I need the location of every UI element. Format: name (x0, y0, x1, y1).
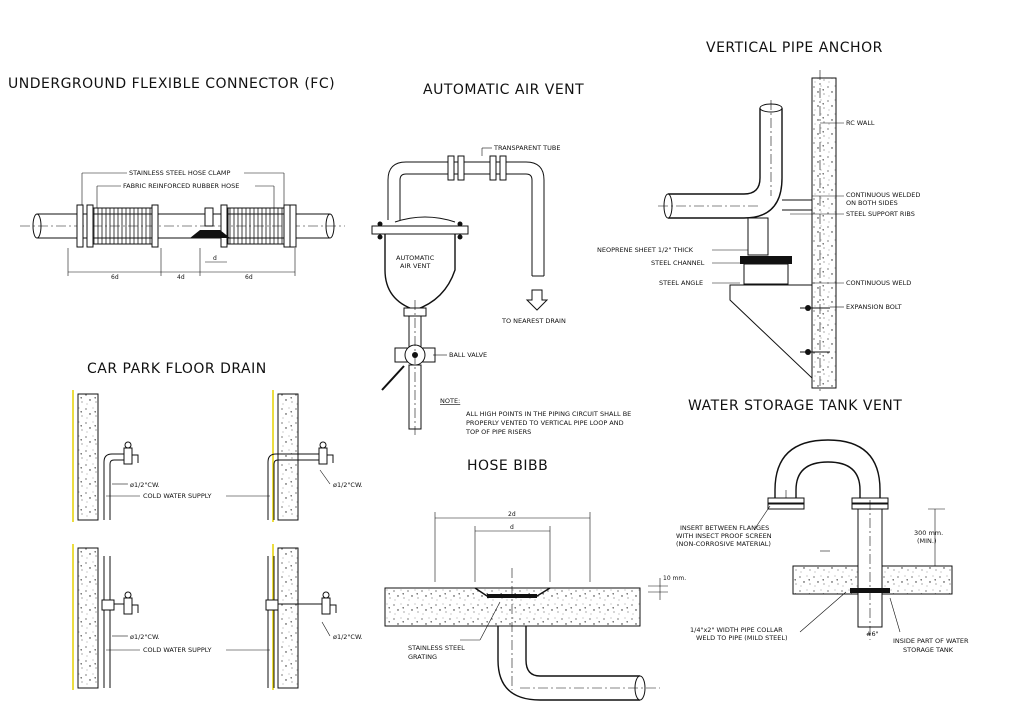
hose-bibb-dim-2d: 2d (508, 511, 516, 518)
pipe-anchor-channel: STEEL CHANNEL (651, 259, 705, 267)
pipe-anchor-title: VERTICAL PIPE ANCHOR (706, 40, 883, 56)
pipe-anchor-welded-2: ON BOTH SIDES (846, 199, 898, 207)
fc-hose-label: FABRIC REINFORCED RUBBER HOSE (123, 182, 239, 190)
air-vent-note-heading: NOTE: (440, 397, 460, 405)
tank-vent-title: WATER STORAGE TANK VENT (688, 398, 902, 414)
fc-dim-left: 6d (111, 274, 119, 281)
tank-vent-collar-1: 1/4"x2" WIDTH PIPE COLLAR (690, 626, 783, 634)
pipe-anchor-neoprene: NEOPRENE SHEET 1/2" THICK (597, 246, 694, 254)
fc-detail: UNDERGROUND FLEXIBLE CONNECTOR (FC) STAI… (8, 76, 345, 281)
pipe-anchor-ribs: STEEL SUPPORT RIBS (846, 210, 915, 218)
pipe-anchor-bolt: EXPANSION BOLT (846, 303, 902, 311)
floor-drain-size-2: ø1/2"CW. (333, 481, 363, 489)
floor-drain-supply-1: COLD WATER SUPPLY (143, 492, 212, 500)
floor-drain-size-4: ø1/2"CW. (333, 633, 363, 641)
floor-drain-size-3: ø1/2"CW. (130, 633, 160, 641)
pipe-anchor-rc-wall: RC WALL (846, 119, 875, 127)
tank-vent-detail: WATER STORAGE TANK VENT 300 mm. (MIN.) I… (676, 398, 969, 654)
tank-vent-collar-2: WELD TO PIPE (MILD STEEL) (696, 634, 788, 642)
fc-dim-mid: 4d (177, 274, 185, 281)
air-vent-detail: AUTOMATIC AIR VENT TRANSPARENT TUBE AUTO… (371, 82, 631, 436)
tank-vent-insert-1: INSERT BETWEEN FLANGES (680, 524, 769, 532)
pipe-anchor-angle: STEEL ANGLE (659, 279, 703, 287)
fc-title: UNDERGROUND FLEXIBLE CONNECTOR (FC) (8, 76, 335, 92)
hose-bibb-title: HOSE BIBB (467, 458, 548, 474)
fc-dim-small: d (213, 255, 217, 262)
tank-vent-inside-1: INSIDE PART OF WATER (893, 637, 969, 645)
air-vent-note-line-3: TOP OF PIPE RISERS (465, 428, 531, 436)
air-vent-body-label-1: AUTOMATIC (396, 254, 435, 262)
tank-vent-size: #6" (866, 630, 879, 638)
air-vent-valve-label: BALL VALVE (449, 351, 487, 359)
fc-clamp-label: STAINLESS STEEL HOSE CLAMP (129, 169, 231, 177)
floor-drain-detail: CAR PARK FLOOR DRAIN (72, 361, 363, 690)
tank-vent-inside-2: STORAGE TANK (903, 646, 954, 654)
air-vent-tube-label: TRANSPARENT TUBE (493, 144, 560, 152)
hose-bibb-detail: HOSE BIBB 2d d 10 mm. STAINLESS STEEL GR… (384, 458, 686, 701)
air-vent-note-line-1: ALL HIGH POINTS IN THE PIPING CIRCUIT SH… (466, 410, 631, 418)
pipe-anchor-welded-1: CONTINUOUS WELDED (846, 191, 920, 199)
hose-bibb-grating-2: GRATING (408, 653, 437, 661)
hose-bibb-dim-10mm: 10 mm. (663, 575, 686, 582)
tank-vent-dim-min: (MIN.) (917, 537, 937, 545)
tank-vent-insert-3: (NON-CORROSIVE MATERIAL) (676, 540, 771, 548)
air-vent-note-line-2: PROPERLY VENTED TO VERTICAL PIPE LOOP AN… (466, 419, 624, 427)
air-vent-title: AUTOMATIC AIR VENT (423, 82, 584, 98)
pipe-anchor-detail: VERTICAL PIPE ANCHOR RC WALL CONTINUOUS … (597, 40, 920, 392)
hose-bibb-dim-d: d (510, 524, 514, 531)
air-vent-body-label-2: AIR VENT (400, 262, 430, 270)
floor-drain-size-1: ø1/2"CW. (130, 481, 160, 489)
fc-dim-right: 6d (245, 274, 253, 281)
tank-vent-dim-300: 300 mm. (914, 529, 943, 537)
pipe-anchor-cont-weld: CONTINUOUS WELD (846, 279, 911, 287)
floor-drain-title: CAR PARK FLOOR DRAIN (87, 361, 267, 377)
hose-bibb-grating-1: STAINLESS STEEL (408, 644, 465, 652)
floor-drain-supply-2: COLD WATER SUPPLY (143, 646, 212, 654)
air-vent-drain-label: TO NEAREST DRAIN (501, 317, 566, 325)
tank-vent-insert-2: WITH INSECT PROOF SCREEN (676, 532, 772, 540)
